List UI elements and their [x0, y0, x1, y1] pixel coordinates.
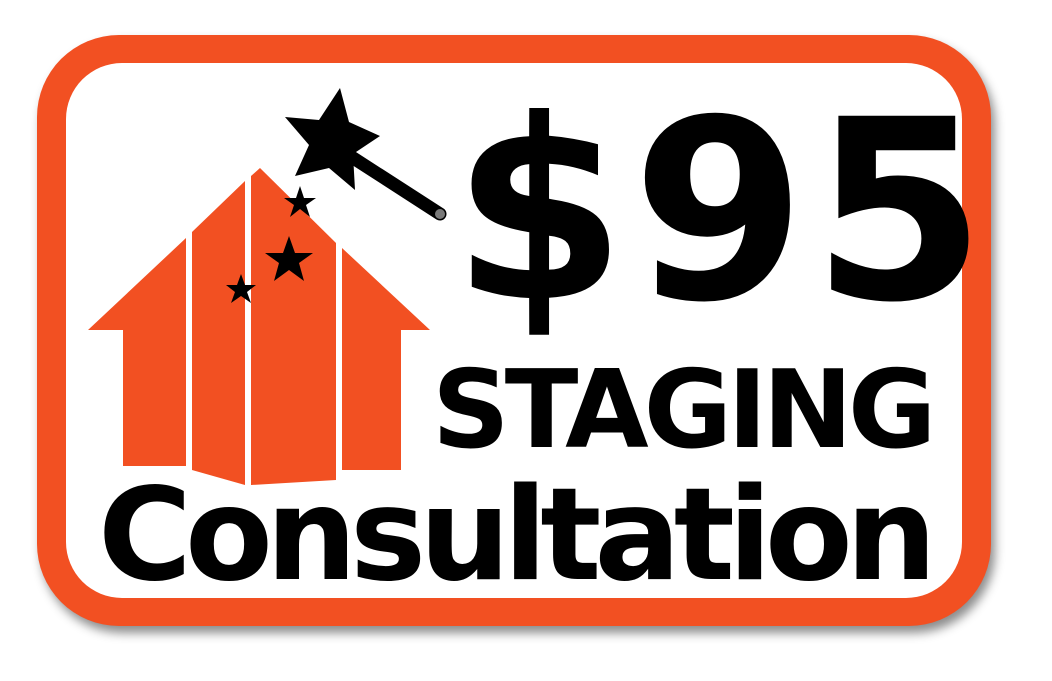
staging-heading: STAGING — [432, 348, 937, 473]
price-label: $95 — [452, 66, 992, 357]
consultation-heading: Consultation — [98, 461, 937, 610]
sparkle-star-icon — [226, 186, 316, 303]
badge-border — [37, 35, 991, 626]
magic-wand-icon — [285, 88, 447, 221]
house-icon — [88, 168, 430, 485]
